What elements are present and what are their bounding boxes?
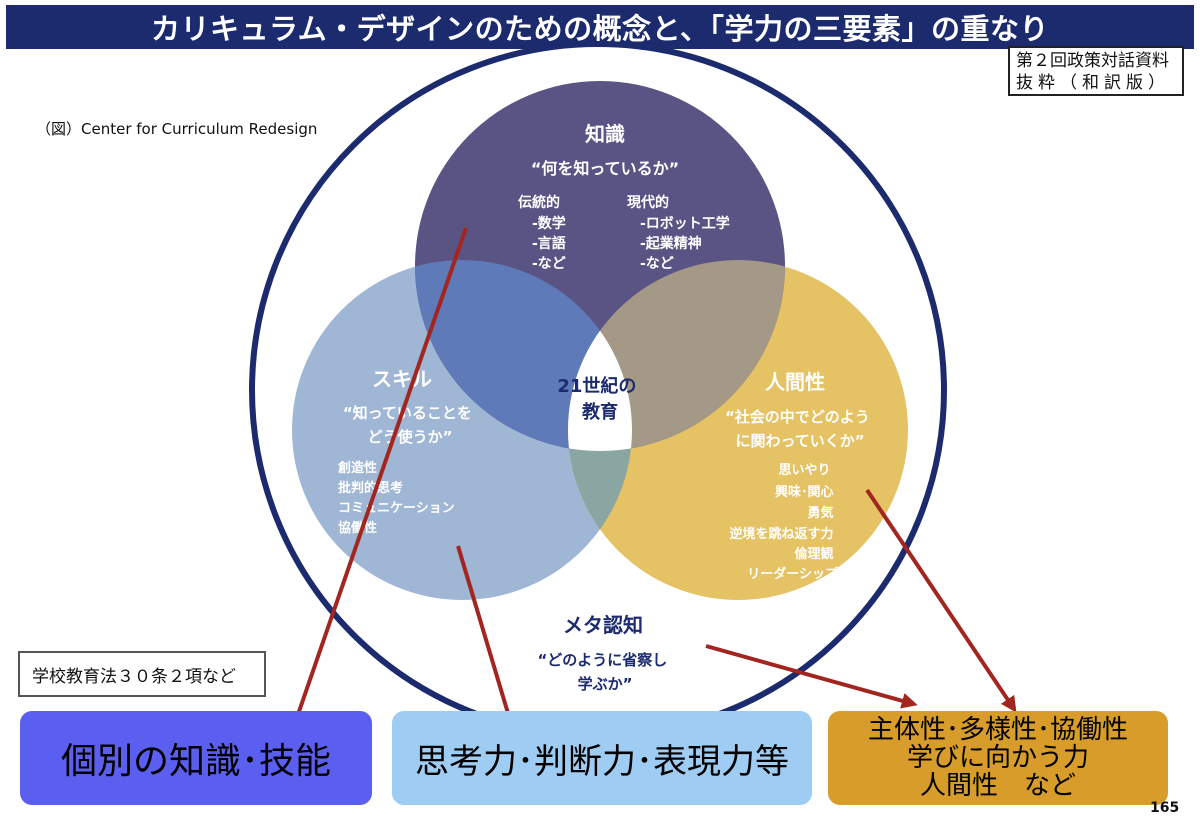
result-knowledge-skills: 個別の知識･技能 (20, 711, 372, 805)
knowledge-traditional-title: 伝統的 (518, 194, 560, 211)
law-reference-box: 学校教育法３０条２項など (18, 651, 266, 697)
meta-question: “どのように省察し 学ぶか” (537, 651, 672, 693)
arrow-knowledge-to-result (289, 227, 468, 734)
knowledge-traditional-list: -数学 -言語 -など (532, 215, 571, 272)
meta-title: メタ認知 (563, 613, 643, 637)
result-attitude-line: 人間性 など (919, 771, 1076, 801)
character-title: 人間性 (765, 370, 825, 394)
knowledge-modern-list: -ロボット工学 -起業精神 -など (640, 215, 735, 272)
law-reference-text: 学校教育法３０条２項など (32, 666, 236, 687)
knowledge-question: “何を知っているか” (531, 159, 679, 178)
page-title: カリキュラム・デザインのための概念と、「学力の三要素」の重なり (6, 5, 1194, 49)
arrow-skills-to-result (456, 545, 519, 738)
center-label: 21世紀の 教育 (557, 375, 642, 423)
result-knowledge-skills-label: 個別の知識･技能 (60, 741, 331, 782)
result-thinking-label: 思考力･判断力･表現力等 (415, 741, 789, 782)
skills-question: “知っていることを どう使うか” (343, 404, 477, 446)
character-question: “社会の中でどのよう に関わっていくか” (725, 408, 875, 450)
source-note-line: 抜粋（和訳版） (1016, 73, 1170, 93)
arrow-character-to-result (865, 488, 1017, 713)
skills-title: スキル (372, 367, 432, 391)
figure-credit: （図）Center for Curriculum Redesign (36, 120, 318, 138)
source-note: 第２回政策対話資料 抜粋（和訳版） (1008, 46, 1184, 96)
arrow-meta-to-result (705, 644, 918, 709)
knowledge-modern-title: 現代的 (627, 194, 669, 211)
knowledge-title: 知識 (585, 122, 625, 146)
page-number: 165 (1150, 800, 1180, 816)
result-attitude-line: 学びに向かう力 (906, 743, 1089, 773)
result-attitude: 主体性･多様性･協働性 学びに向かう力 人間性 など (828, 711, 1168, 805)
character-list: 思いやり 興味･関心 勇気 逆境を跳ね返す力 倫理観 リーダーシップ (729, 463, 839, 582)
source-note-line: 第２回政策対話資料 (1016, 51, 1169, 71)
result-attitude-line: 主体性･多様性･協働性 (867, 715, 1128, 745)
result-thinking: 思考力･判断力･表現力等 (392, 711, 812, 805)
